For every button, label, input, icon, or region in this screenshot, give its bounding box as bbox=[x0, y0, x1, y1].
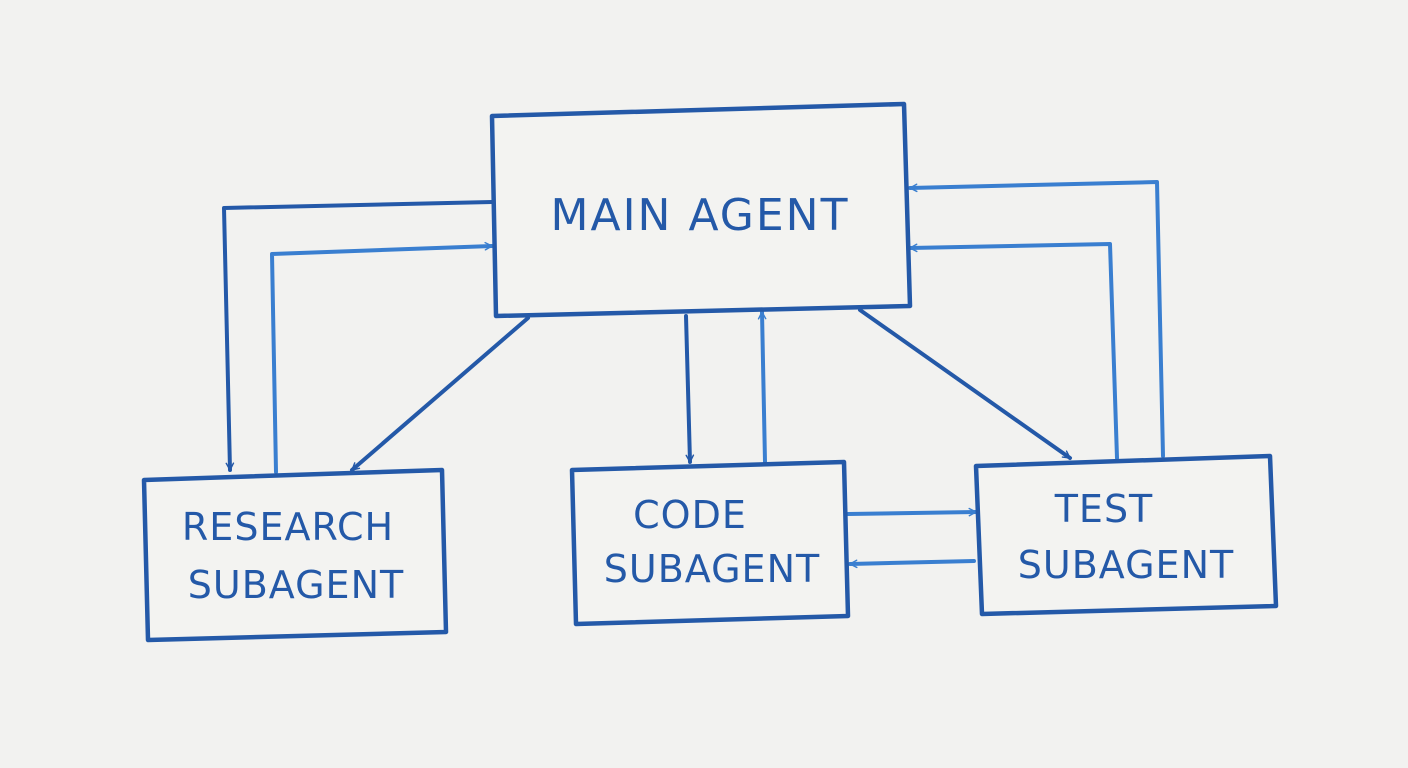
edge-code-to-main bbox=[757, 310, 767, 464]
code-subagent-label-line1: CODE bbox=[633, 493, 747, 537]
node-research-subagent: RESEARCH SUBAGENT bbox=[141, 467, 449, 643]
node-main-agent: MAIN AGENT bbox=[489, 101, 913, 319]
edge-main-to-research-diagonal bbox=[350, 316, 530, 472]
edge-research-to-main bbox=[270, 241, 494, 474]
research-subagent-label-line2: SUBAGENT bbox=[188, 563, 404, 607]
test-subagent-label-line1: TEST bbox=[1054, 487, 1154, 531]
edge-test-to-main-outer bbox=[908, 180, 1165, 458]
node-code-subagent: CODE SUBAGENT bbox=[569, 459, 851, 627]
research-subagent-label-line1: RESEARCH bbox=[182, 505, 394, 549]
node-test-subagent: TEST SUBAGENT bbox=[973, 453, 1279, 617]
edge-main-to-test-diagonal bbox=[858, 308, 1072, 460]
edge-test-to-code bbox=[848, 559, 976, 569]
main-agent-label: MAIN AGENT bbox=[551, 190, 850, 241]
edge-test-to-main-inner bbox=[908, 242, 1119, 460]
test-subagent-label-line2: SUBAGENT bbox=[1018, 543, 1234, 587]
edge-main-to-research-outer bbox=[222, 200, 494, 472]
edge-code-to-test bbox=[846, 507, 978, 517]
edge-main-to-code bbox=[684, 314, 695, 464]
code-subagent-label-line2: SUBAGENT bbox=[604, 547, 820, 591]
